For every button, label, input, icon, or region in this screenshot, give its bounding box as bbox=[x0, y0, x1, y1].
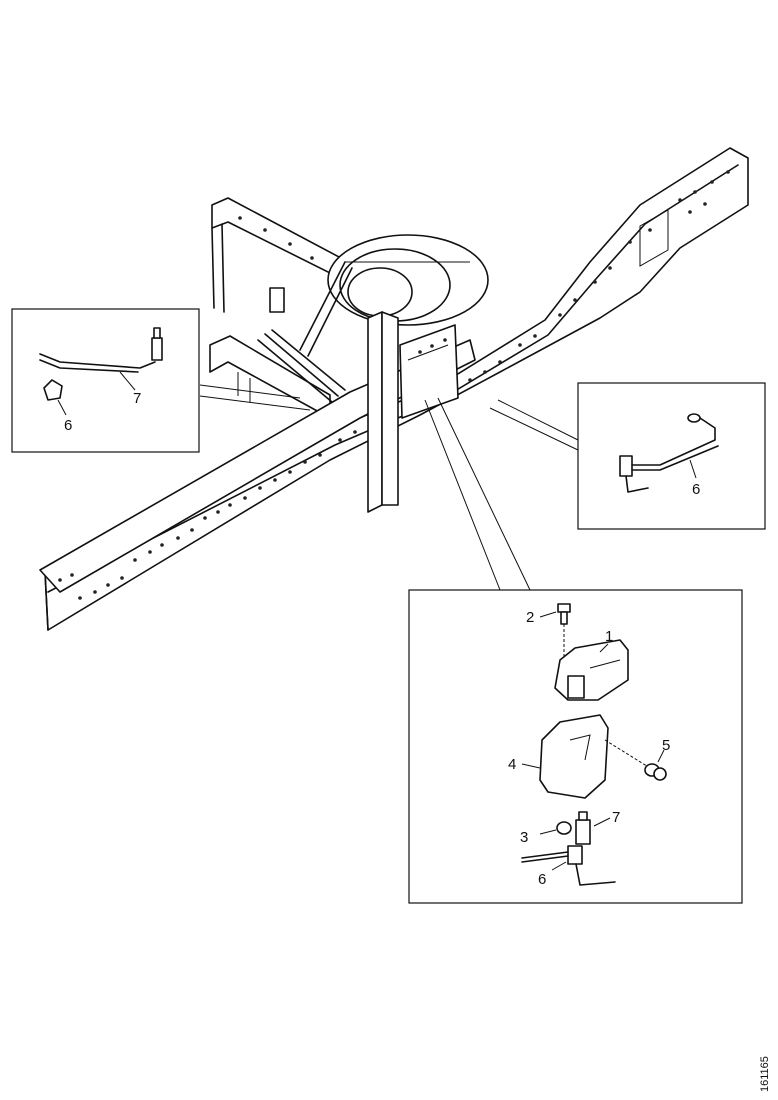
part-3-nut: 3 bbox=[520, 821, 572, 846]
callout-right-6: 6 bbox=[689, 459, 700, 498]
svg-text:1: 1 bbox=[605, 628, 613, 645]
part-6-cable: 6 bbox=[521, 845, 616, 888]
leaf-spring bbox=[257, 261, 353, 403]
vertical-post bbox=[367, 311, 399, 513]
axle-mount-plate bbox=[399, 324, 459, 419]
sensor-cable-right bbox=[619, 413, 719, 493]
bolt-holes bbox=[58, 170, 730, 600]
callout-left-7: 7 bbox=[119, 371, 141, 407]
svg-text:7: 7 bbox=[612, 809, 620, 826]
svg-text:4: 4 bbox=[508, 756, 516, 773]
svg-text:6: 6 bbox=[64, 417, 72, 434]
chassis-frame bbox=[39, 147, 749, 631]
svg-text:5: 5 bbox=[662, 737, 670, 754]
right-detail-box: 6 bbox=[489, 382, 766, 530]
svg-text:3: 3 bbox=[520, 829, 528, 846]
part-4-plate: 4 bbox=[508, 714, 609, 799]
axle-housing bbox=[327, 234, 489, 326]
svg-text:7: 7 bbox=[133, 390, 141, 407]
part-7-sensor: 7 bbox=[575, 809, 620, 845]
part-5-nut: 5 bbox=[604, 737, 670, 781]
part-2-bolt: 2 bbox=[526, 603, 571, 660]
exploded-detail-box: 2 1 4 5 3 bbox=[408, 397, 743, 904]
svg-text:6: 6 bbox=[692, 481, 700, 498]
svg-text:6: 6 bbox=[538, 871, 546, 888]
main-cross-beam bbox=[39, 339, 476, 593]
figure-code: 161165 bbox=[759, 1056, 771, 1092]
callout-left-6: 6 bbox=[57, 399, 72, 434]
svg-text:2: 2 bbox=[526, 609, 534, 626]
left-detail-box: 7 6 bbox=[11, 308, 311, 453]
part-1-bracket: 1 bbox=[554, 628, 629, 701]
rail-bracket bbox=[269, 287, 285, 313]
sensor-bracket-left bbox=[39, 327, 163, 401]
